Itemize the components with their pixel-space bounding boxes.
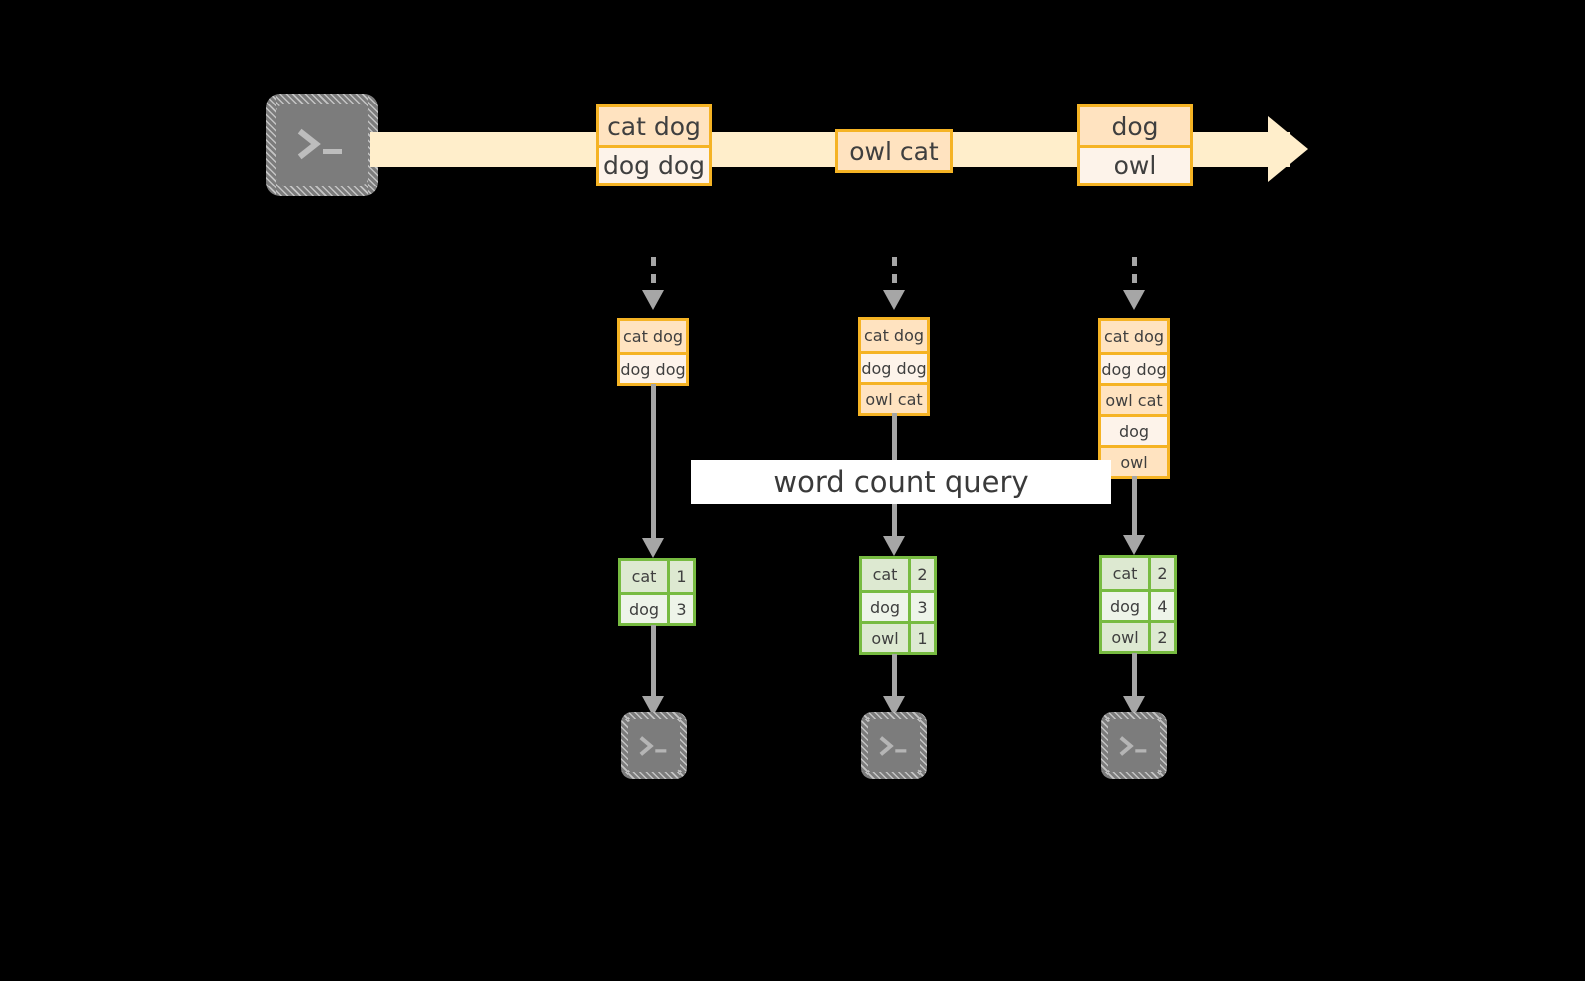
result-key: cat <box>862 559 908 590</box>
trigger-1-sink-terminal-icon <box>621 712 687 779</box>
sink-terminal-face <box>628 719 680 772</box>
trigger-1-dashed-connector <box>651 257 656 293</box>
stream-batch-1[interactable]: cat dog dog dog <box>596 104 712 186</box>
event-stream-arrowhead <box>1268 116 1308 182</box>
input-row: owl cat <box>861 382 927 413</box>
result-key: cat <box>1102 558 1148 589</box>
result-key: dog <box>1102 592 1148 620</box>
trigger-2-sink-arrowhead <box>883 696 905 716</box>
terminal-prompt-icon <box>297 128 342 160</box>
result-key: owl <box>862 624 908 652</box>
trigger-3-sink-terminal-icon <box>1101 712 1167 779</box>
result-key: owl <box>1102 623 1148 651</box>
result-row: owl 2 <box>1102 620 1174 651</box>
terminal-prompt-icon <box>1119 735 1147 756</box>
trigger-3-dashed-arrowhead <box>1123 290 1145 310</box>
trigger-3-result-table[interactable]: cat 2 dog 4 owl 2 <box>1099 555 1177 654</box>
trigger-1-sink-arrowhead <box>642 696 664 716</box>
trigger-3-dashed-connector <box>1132 257 1137 293</box>
input-row: cat dog <box>1101 321 1167 352</box>
trigger-2-result-table[interactable]: cat 2 dog 3 owl 1 <box>859 556 937 655</box>
result-row: owl 1 <box>862 621 934 652</box>
input-row: dog dog <box>861 351 927 382</box>
result-value: 2 <box>1148 623 1174 651</box>
sink-terminal-face <box>868 719 920 772</box>
trigger-3-query-arrowhead <box>1123 535 1145 555</box>
result-row: dog 3 <box>621 592 693 623</box>
trigger-2-input-table[interactable]: cat dog dog dog owl cat <box>858 317 930 416</box>
result-value: 3 <box>667 595 693 623</box>
source-terminal-face <box>276 104 368 186</box>
stream-batch-3[interactable]: dog owl <box>1077 104 1193 186</box>
query-banner-label: word count query <box>773 465 1029 499</box>
result-value: 1 <box>908 624 934 652</box>
result-value: 1 <box>667 561 693 592</box>
terminal-prompt-icon <box>639 735 667 756</box>
trigger-1-query-arrowhead <box>642 538 664 558</box>
trigger-3-query-connector <box>1132 476 1137 544</box>
stream-batch-3-row: owl <box>1080 145 1190 183</box>
result-row: cat 1 <box>621 561 693 592</box>
terminal-prompt-icon <box>879 735 907 756</box>
input-row: owl <box>1101 445 1167 476</box>
result-key: cat <box>621 561 667 592</box>
source-terminal-icon <box>266 94 378 196</box>
result-row: dog 4 <box>1102 589 1174 620</box>
input-row: dog <box>1101 414 1167 445</box>
trigger-1-input-table[interactable]: cat dog dog dog <box>617 318 689 386</box>
trigger-3-sink-arrowhead <box>1123 696 1145 716</box>
input-row: cat dog <box>861 320 927 351</box>
input-row: owl cat <box>1101 383 1167 414</box>
result-key: dog <box>621 595 667 623</box>
result-value: 2 <box>1148 558 1174 589</box>
result-value: 3 <box>908 593 934 621</box>
stream-batch-2-row: owl cat <box>838 132 950 170</box>
trigger-2-sink-terminal-icon <box>861 712 927 779</box>
trigger-1-result-table[interactable]: cat 1 dog 3 <box>618 558 696 626</box>
stream-batch-1-row: cat dog <box>599 107 709 145</box>
trigger-1-dashed-arrowhead <box>642 290 664 310</box>
trigger-2-sink-connector <box>892 654 897 703</box>
result-row: cat 2 <box>862 559 934 590</box>
trigger-3-sink-connector <box>1132 653 1137 703</box>
result-row: cat 2 <box>1102 558 1174 589</box>
stream-batch-1-row: dog dog <box>599 145 709 183</box>
stream-batch-3-row: dog <box>1080 107 1190 145</box>
stream-batch-2[interactable]: owl cat <box>835 129 953 173</box>
trigger-1-query-connector <box>651 384 656 546</box>
query-banner: word count query <box>691 460 1111 504</box>
input-row: dog dog <box>1101 352 1167 383</box>
result-row: dog 3 <box>862 590 934 621</box>
result-value: 4 <box>1148 592 1174 620</box>
sink-terminal-face <box>1108 719 1160 772</box>
trigger-1-sink-connector <box>651 625 656 703</box>
trigger-2-query-arrowhead <box>883 536 905 556</box>
trigger-2-dashed-connector <box>892 257 897 293</box>
result-key: dog <box>862 593 908 621</box>
trigger-2-dashed-arrowhead <box>883 290 905 310</box>
result-value: 2 <box>908 559 934 590</box>
input-row: dog dog <box>620 352 686 383</box>
trigger-3-input-table[interactable]: cat dog dog dog owl cat dog owl <box>1098 318 1170 479</box>
input-row: cat dog <box>620 321 686 352</box>
